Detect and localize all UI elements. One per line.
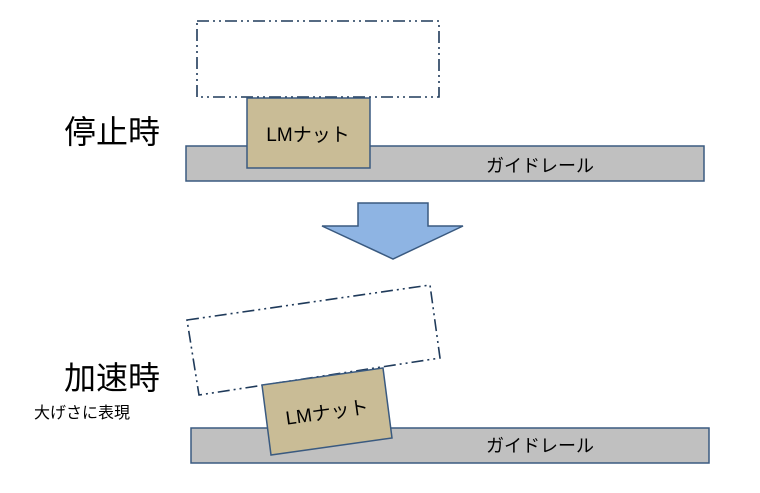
accelerating-lm-nut <box>261 367 393 456</box>
accelerating-guide-rail-label: ガイドレール <box>486 436 594 457</box>
stopped-group: LMナット ガイドレール 停止時 <box>64 20 705 182</box>
stopped-ghost-outline <box>196 20 440 98</box>
accelerating-ghost-outline <box>186 284 441 396</box>
stopped-lm-nut-label: LMナット <box>266 125 349 146</box>
accelerating-group: LMナット ガイドレール 加速時 大げさに表現 <box>34 284 710 464</box>
down-arrow-icon <box>321 202 464 260</box>
stopped-lm-nut <box>246 97 371 169</box>
exaggerated-note: 大げさに表現 <box>34 403 130 422</box>
stopped-state-label: 停止時 <box>64 113 160 151</box>
stopped-guide-rail-label: ガイドレール <box>486 156 594 177</box>
accelerating-state-label: 加速時 <box>64 359 160 397</box>
